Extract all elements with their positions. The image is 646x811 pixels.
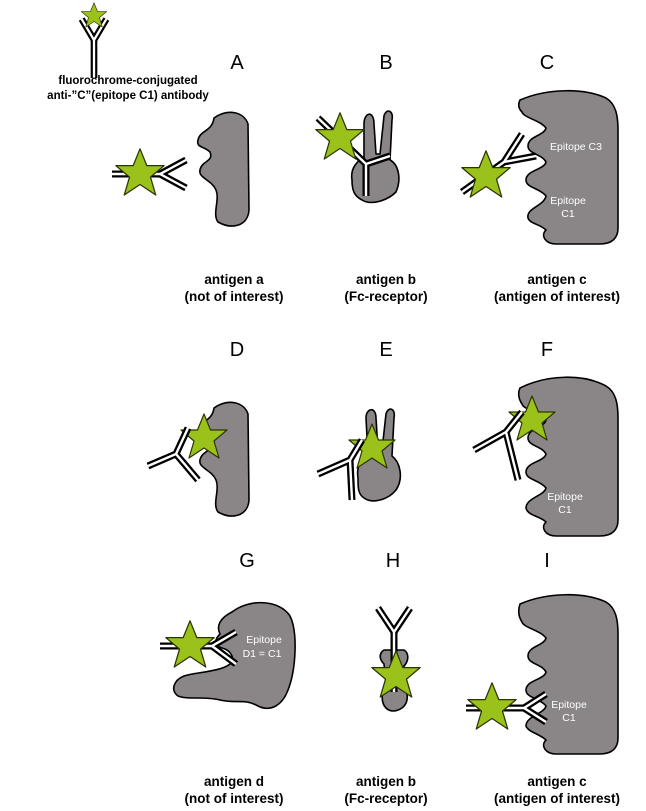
panel-letter-c: C: [540, 52, 554, 74]
antibody-d: [146, 426, 201, 483]
epitope-c1-label-line2: C1: [561, 208, 575, 220]
caption-g-line2: (not of interest): [185, 791, 284, 806]
panel-c: Epitope C3 Epitope C1: [459, 89, 619, 245]
legend-line-1: fluorochrome-conjugated: [58, 75, 197, 87]
caption-i-line1: antigen c: [527, 774, 587, 789]
epitope-g-d1-line2: D1 = C1: [243, 648, 282, 660]
legend-line-2: anti-”C”(epitope C1) antibody: [47, 90, 209, 102]
panel-i: Epitope C1: [466, 593, 619, 755]
epitope-f-c1-line1: Epitope: [547, 491, 583, 503]
caption-a-line1: antigen a: [204, 272, 264, 287]
epitope-c1-label-line1: Epitope: [550, 195, 586, 207]
panel-d: [146, 401, 250, 517]
panel-letter-e: E: [379, 339, 392, 361]
caption-g-line1: antigen d: [204, 774, 264, 789]
panel-e: [316, 408, 402, 502]
fluorochrome-star-g: [165, 620, 215, 668]
caption-i-line2: (antigen of interest): [494, 791, 620, 806]
antigen-i-shape: [517, 593, 619, 755]
epitope-g-d1-line1: Epitope: [246, 634, 282, 646]
epitope-f-c1-line2: C1: [558, 504, 572, 516]
panel-h: [371, 606, 421, 712]
panel-letter-a: A: [230, 52, 244, 74]
antibody-e: [316, 438, 366, 501]
panel-f: Epitope C1: [472, 376, 619, 537]
antigen-c-shape-top: [517, 89, 619, 245]
caption-a-line2: (not of interest): [185, 289, 284, 304]
caption-b-line2: (Fc-receptor): [344, 289, 427, 304]
caption-b-line1: antigen b: [356, 272, 416, 287]
panel-letter-d: D: [230, 339, 244, 361]
caption-h-line1: antigen b: [356, 774, 416, 789]
antibody-c: [459, 132, 537, 195]
panel-g: Epitope D1 = C1: [160, 601, 296, 710]
epitope-i-c1-line1: Epitope: [551, 699, 587, 711]
legend-antibody-icon: [81, 2, 106, 78]
caption-c-line1: antigen c: [527, 272, 587, 287]
panel-a: [112, 111, 250, 227]
panel-letter-h: H: [386, 550, 400, 572]
epitope-c3-label: Epitope C3: [550, 141, 602, 153]
caption-c-line2: (antigen of interest): [494, 289, 620, 304]
panel-letter-g: G: [239, 550, 255, 572]
fluorochrome-star-i: [467, 682, 517, 730]
panel-letter-i: I: [544, 550, 550, 572]
panel-letter-f: F: [541, 339, 553, 361]
panel-letter-b: B: [379, 52, 392, 74]
panel-b: [315, 110, 400, 204]
fluorochrome-star-a: [115, 148, 165, 196]
caption-h-line2: (Fc-receptor): [344, 791, 427, 806]
antigen-a-shape: [196, 111, 250, 227]
epitope-i-c1-line2: C1: [562, 712, 576, 724]
antibody-f: [472, 409, 525, 481]
